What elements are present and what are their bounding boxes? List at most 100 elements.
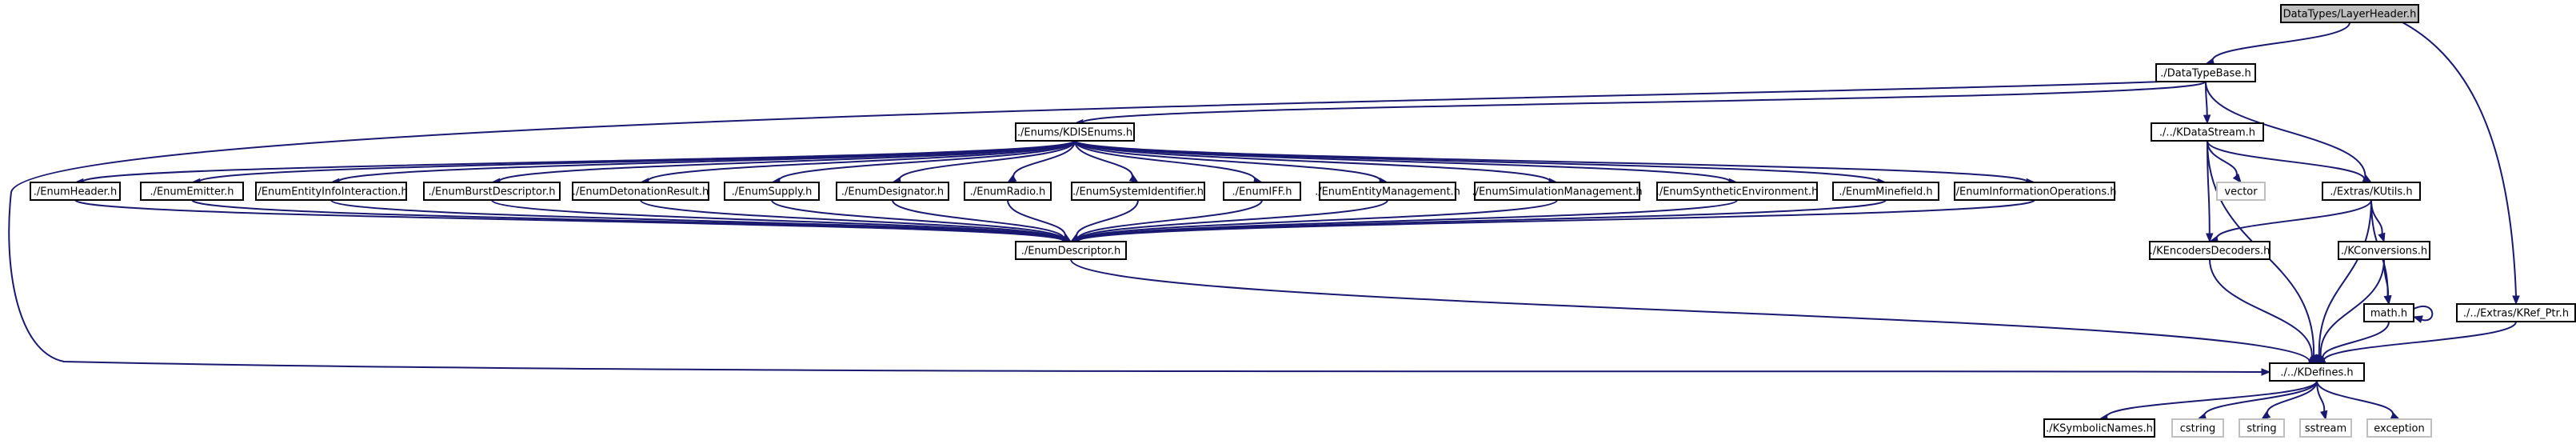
node-label: math.h: [2370, 308, 2407, 320]
edge-kencdec-to-kdefines: [2209, 258, 2313, 358]
node-eio[interactable]: ./EnumInformationOperations.h: [1953, 182, 2117, 201]
edge-kdis-to-eio: [1074, 140, 2029, 183]
node-box: [2149, 241, 2270, 260]
node-kutils[interactable]: ./Extras/KUtils.h: [2322, 182, 2421, 201]
node-box: [1656, 182, 1818, 201]
node-emine[interactable]: ./EnumMinefield.h: [1832, 182, 1939, 201]
arrowhead-kdefines-to-exception: [2390, 412, 2401, 420]
node-esm[interactable]: ./EnumSimulationManagement.h: [1472, 182, 1643, 201]
node-label: ./EnumInformationOperations.h: [1953, 186, 2117, 198]
node-dtb[interactable]: ./DataTypeBase.h: [2155, 63, 2256, 82]
edge-esm-to-edesc: [1076, 199, 1558, 242]
node-krefptr[interactable]: ./../Extras/KRef_Ptr.h: [2456, 303, 2576, 322]
arrowhead-math-to-math: [2412, 315, 2423, 323]
edge-kdis-to-esupply: [777, 140, 1076, 182]
node-ebd[interactable]: ./EnumBurstDescriptor.h: [423, 182, 561, 201]
node-kds[interactable]: ./../KDataStream.h: [2151, 122, 2264, 142]
node-esi[interactable]: ./EnumSystemIdentifier.h: [1071, 182, 1205, 201]
node-label: ./EnumEmitter.h: [150, 186, 234, 198]
node-box: [2216, 182, 2266, 201]
edge-root-to-dtb: [2211, 22, 2350, 62]
node-box: [964, 182, 1052, 201]
edge-eeii-to-edesc: [330, 199, 1065, 242]
edge-dtb-to-kdefines: [8, 81, 2262, 373]
arrowhead-kds-to-vector: [2232, 173, 2242, 184]
node-box: [572, 182, 709, 201]
node-eemitter[interactable]: ./EnumEmitter.h: [140, 182, 244, 201]
node-string: string: [2239, 418, 2285, 438]
node-kconv[interactable]: ./KConversions.h: [2338, 241, 2430, 260]
node-box: [2322, 182, 2421, 201]
node-label: ./EnumSupply.h: [732, 186, 813, 198]
node-label: ./EnumHeader.h: [34, 186, 117, 198]
node-box: [2299, 418, 2352, 438]
node-label: exception: [2374, 423, 2425, 435]
node-label: ./KEncodersDecoders.h: [2150, 246, 2270, 258]
node-kdefines[interactable]: ./../KDefines.h: [2269, 362, 2365, 382]
edge-root-to-krefptr: [2402, 22, 2517, 297]
edge-kutils-to-kdefines: [2318, 199, 2372, 357]
edge-edesc-to-kdefines: [1070, 258, 2311, 363]
node-edesig[interactable]: ./EnumDesignator.h: [836, 182, 949, 201]
edge-kdefines-to-ksym: [2105, 380, 2318, 419]
node-esupply[interactable]: ./EnumSupply.h: [724, 182, 820, 201]
arrowhead-kdis-to-eradio: [1006, 174, 1017, 183]
node-eem[interactable]: ./EnumEntityManagement.h: [1315, 182, 1460, 201]
node-box: [140, 182, 244, 201]
edge-kdis-to-emine: [1074, 140, 1880, 183]
node-eiff[interactable]: ./EnumIFF.h: [1223, 182, 1301, 201]
edge-kdefines-to-cstring: [2203, 380, 2318, 418]
node-box: [1015, 122, 1135, 142]
node-label: ./Extras/KUtils.h: [2330, 186, 2412, 198]
edge-edr-to-edesc: [640, 199, 1065, 242]
node-eheader[interactable]: ./EnumHeader.h: [30, 182, 121, 201]
node-label: ./EnumDescriptor.h: [1021, 246, 1121, 258]
edge-eio-to-edesc: [1076, 199, 2035, 242]
node-kencdec[interactable]: ./KEncodersDecoders.h: [2149, 241, 2270, 260]
node-label: ./EnumMinefield.h: [1839, 186, 1932, 198]
node-label: ./DataTypeBase.h: [2160, 68, 2251, 80]
node-math[interactable]: math.h: [2363, 303, 2414, 322]
node-root[interactable]: DataTypes/LayerHeader.h: [2280, 4, 2419, 23]
node-kdis[interactable]: ./Enums/KDISEnums.h: [1015, 122, 1135, 142]
edge-kdefines-to-string: [2266, 380, 2318, 416]
edge-kdis-to-edesig: [898, 140, 1076, 182]
nodes-layer: DataTypes/LayerHeader.h ./DataTypeBase.h.…: [30, 4, 2576, 438]
node-box: [2338, 241, 2430, 260]
node-label: ./EnumSyntheticEnvironment.h: [1656, 186, 1819, 198]
node-vector: vector: [2216, 182, 2266, 201]
edge-esupply-to-edesc: [771, 199, 1065, 242]
node-sstream: sstream: [2299, 418, 2352, 438]
node-eradio[interactable]: ./EnumRadio.h: [964, 182, 1052, 201]
node-label: vector: [2224, 186, 2258, 198]
node-box: [2151, 122, 2264, 142]
node-box: [1954, 182, 2115, 201]
node-box: [423, 182, 561, 201]
node-box: [1319, 182, 1456, 201]
edge-kdis-to-eem: [1074, 140, 1382, 182]
node-box: [255, 182, 407, 201]
node-edr[interactable]: ./EnumDetonationResult.h: [572, 182, 709, 201]
node-box: [2171, 418, 2224, 438]
edge-dtb-to-kutils: [2205, 81, 2366, 179]
node-box: [1223, 182, 1301, 201]
node-label: ./EnumDesignator.h: [841, 186, 944, 198]
edge-kdis-to-eradio: [1012, 140, 1076, 179]
node-label: ./EnumEntityInfoInteraction.h: [254, 186, 407, 198]
node-label: string: [2247, 423, 2276, 435]
node-label: ./Enums/KDISEnums.h: [1017, 127, 1132, 139]
arrowhead-kconv-to-math: [2384, 295, 2392, 306]
node-edesc[interactable]: ./EnumDescriptor.h: [1015, 241, 1127, 260]
edge-eiff-to-edesc: [1076, 199, 1263, 241]
node-ese[interactable]: ./EnumSyntheticEnvironment.h: [1656, 182, 1819, 201]
node-ksym[interactable]: ./KSymbolicNames.h: [2043, 418, 2155, 438]
edge-math-to-math: [2413, 306, 2434, 322]
node-eeii[interactable]: ./EnumEntityInfoInteraction.h: [254, 182, 408, 201]
node-label: ./EnumEntityManagement.h: [1315, 186, 1460, 198]
node-box: [2363, 303, 2414, 322]
node-label: ./EnumSimulationManagement.h: [1472, 186, 1642, 198]
node-box: [1015, 241, 1127, 260]
edge-dtb-to-kdis: [1080, 81, 2207, 124]
arrowhead-root-to-krefptr: [2512, 295, 2520, 306]
